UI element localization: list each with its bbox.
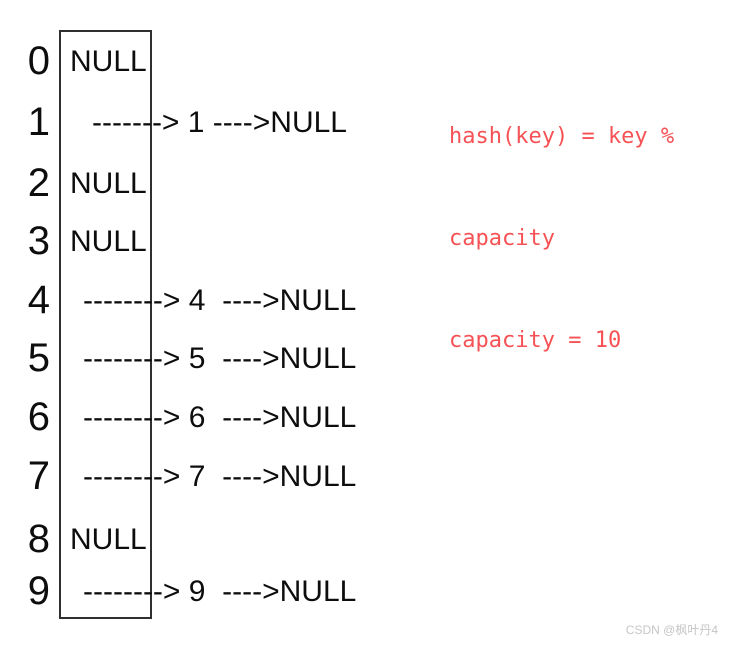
bucket-chain: --------> 9 ---->NULL — [83, 575, 357, 608]
bucket-row-5: 5 --------> 5 ---->NULL — [0, 329, 480, 388]
bucket-row-4: 4 --------> 4 ---->NULL — [0, 271, 480, 330]
bucket-index: 9 — [27, 569, 50, 613]
bucket-null-label: NULL — [70, 167, 147, 200]
bucket-null-label: NULL — [70, 523, 147, 556]
bucket-null-label: NULL — [70, 45, 147, 78]
bucket-index: 2 — [27, 161, 50, 205]
bucket-chain: --------> 4 ---->NULL — [83, 284, 357, 317]
bucket-row-6: 6 --------> 6 ---->NULL — [0, 388, 480, 447]
bucket-index: 6 — [27, 395, 50, 439]
bucket-index: 8 — [27, 517, 50, 561]
bucket-array-box — [59, 30, 152, 619]
bucket-row-0: 0 NULL — [0, 32, 480, 91]
bucket-null-label: NULL — [70, 225, 147, 258]
hash-formula-annotation: hash(key) = key % capacity capacity = 10 — [449, 52, 674, 426]
bucket-row-2: 2 NULL — [0, 154, 480, 213]
csdn-watermark: CSDN @枫叶丹4 — [625, 623, 718, 637]
bucket-chain: --------> 6 ---->NULL — [83, 401, 357, 434]
bucket-row-1: 1 -------> 1 ---->NULL — [0, 93, 480, 152]
bucket-row-9: 9 --------> 9 ---->NULL — [0, 562, 480, 621]
bucket-index: 5 — [27, 336, 50, 380]
formula-line-2: capacity — [449, 226, 555, 251]
bucket-index: 3 — [27, 219, 50, 263]
bucket-chain: -------> 1 ---->NULL — [92, 106, 347, 139]
bucket-index: 0 — [27, 39, 50, 83]
bucket-row-3: 3 NULL — [0, 212, 480, 271]
bucket-index: 7 — [27, 454, 50, 498]
bucket-chain: --------> 5 ---->NULL — [83, 342, 357, 375]
formula-line-3: capacity = 10 — [449, 328, 622, 353]
bucket-row-8: 8 NULL — [0, 510, 480, 569]
formula-line-1: hash(key) = key % — [449, 124, 675, 149]
bucket-index: 4 — [27, 278, 50, 322]
bucket-index: 1 — [27, 100, 50, 144]
bucket-chain: --------> 7 ---->NULL — [83, 460, 357, 493]
bucket-row-7: 7 --------> 7 ---->NULL — [0, 447, 480, 506]
